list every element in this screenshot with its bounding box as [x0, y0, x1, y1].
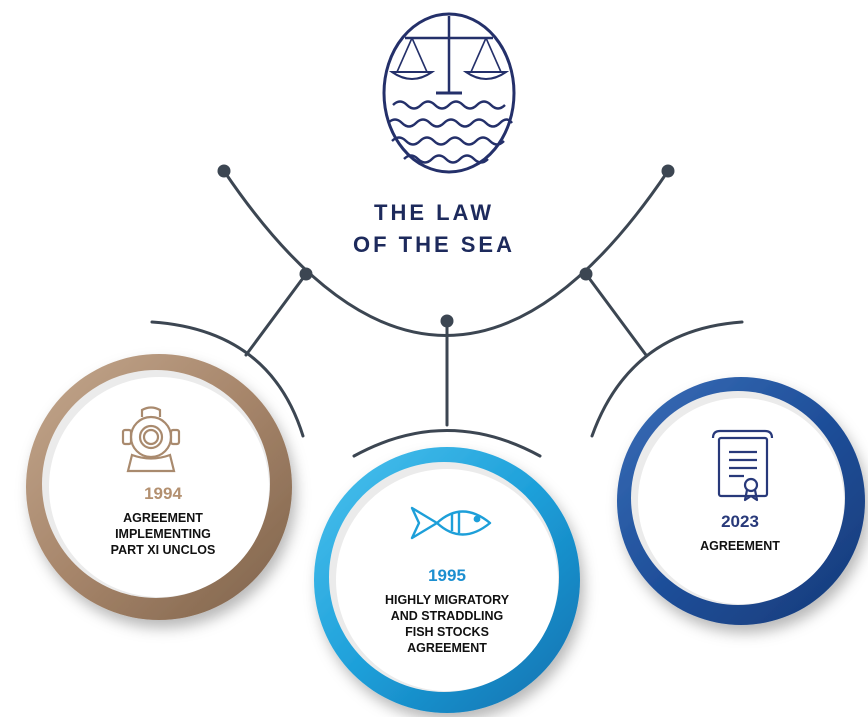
node-2023-year: 2023: [721, 512, 759, 531]
node-2023-circle: [617, 377, 865, 625]
fish-eye: [473, 515, 481, 523]
certificate-paper: [717, 436, 769, 498]
helmet-side-right: [169, 428, 181, 446]
certificate-ribbon: [743, 489, 759, 502]
dot-2023: [579, 267, 593, 281]
arc-1995: [352, 429, 542, 458]
node-1995-label: HIGHLY MIGRATORY AND STRADDLING FISH STO…: [384, 593, 510, 655]
node-2023-circle-inner: [638, 398, 844, 604]
arc-2023: [590, 320, 744, 438]
fish-tail: [410, 506, 439, 540]
fish-icon: [410, 506, 492, 540]
dot-left-end: [217, 164, 231, 178]
arc-1994: [150, 320, 305, 438]
title-line-1: THE LAW: [374, 200, 494, 225]
certificate-scroll-top: [711, 429, 774, 439]
certificate-seal: [743, 477, 759, 493]
dot-1994: [299, 267, 313, 281]
helmet-window-outer: [138, 424, 164, 450]
law-of-sea-emblem-icon: [382, 12, 516, 174]
helmet-side-left: [121, 428, 133, 446]
node-1994-year: 1994: [144, 484, 182, 503]
helmet-window: [142, 428, 160, 446]
timeline-circles: [26, 354, 865, 713]
dot-right-end: [661, 164, 675, 178]
node-1995-text: 1995 HIGHLY MIGRATORY AND STRADDLING FIS…: [350, 566, 544, 656]
fish-gills: [450, 512, 461, 533]
certificate-lines: [729, 450, 757, 478]
branch-line-1994: [244, 272, 308, 357]
node-1995-circle-inner: [336, 469, 558, 691]
dot-1995: [440, 314, 454, 328]
connector-lines: [150, 169, 744, 458]
node-1994-label: AGREEMENT IMPLEMENTING PART XI UNCLOS: [110, 511, 216, 557]
certificate-icon: [711, 429, 774, 502]
connector-dots: [217, 164, 675, 328]
title-line-2: OF THE SEA: [352, 232, 515, 257]
icons: [121, 406, 774, 540]
diving-helmet-icon: [121, 406, 181, 473]
node-1995-year: 1995: [428, 566, 466, 585]
helmet-collar: [126, 453, 176, 473]
node-2023-label: AGREEMENT: [700, 539, 780, 553]
node-1994-circle: [26, 354, 292, 620]
node-2023-text: 2023 AGREEMENT: [640, 512, 840, 554]
node-1995-circle: [314, 447, 580, 713]
helmet-top: [140, 406, 162, 417]
fish-body: [435, 510, 492, 536]
node-1994-text: 1994 AGREEMENT IMPLEMENTING PART XI UNCL…: [60, 484, 266, 558]
branch-line-2023: [584, 272, 648, 357]
node-1994-circle-inner: [49, 377, 269, 597]
